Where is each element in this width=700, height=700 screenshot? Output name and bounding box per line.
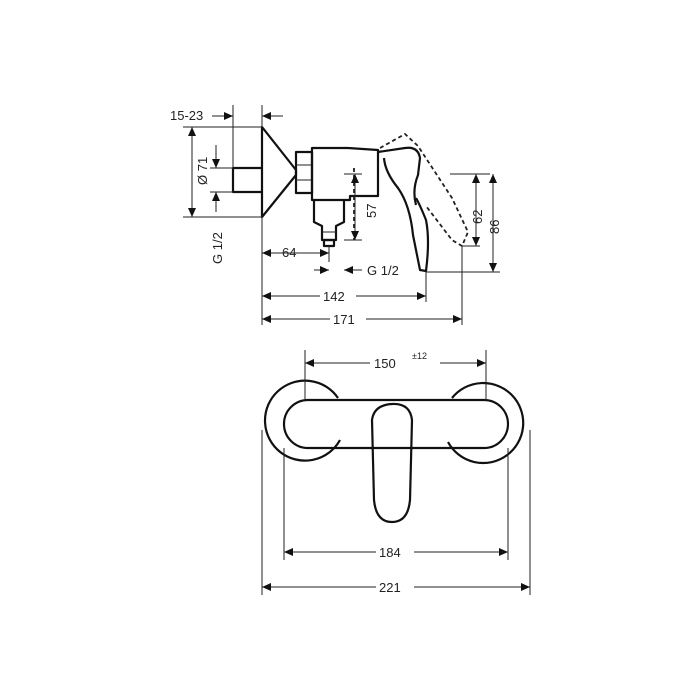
dim-outlet-thread: G 1/2 <box>367 263 399 278</box>
dim-centers-tolerance: ±12 <box>412 351 427 361</box>
shower-outlet <box>312 200 346 242</box>
lever-base <box>377 146 422 206</box>
mixer-body-top <box>282 398 510 450</box>
dim-projection: 142 <box>323 289 345 304</box>
lever-handle <box>382 157 430 273</box>
lever-top <box>370 402 414 524</box>
right-rosette <box>447 381 525 465</box>
side-view <box>231 125 469 273</box>
dim-outlet-height: 57 <box>364 204 379 218</box>
dim-centers: 150 <box>374 356 396 371</box>
dim-total-height: 86 <box>487 220 502 234</box>
outlet-thread <box>322 238 336 248</box>
top-view <box>263 379 525 524</box>
side-view-dimensions: 15-23 Ø 71 G 1/2 64 G 1/2 <box>170 105 502 327</box>
dim-inlet-thread: G 1/2 <box>210 232 225 264</box>
wall-pipe-stub <box>231 166 262 194</box>
mixer-body <box>310 146 380 202</box>
rosette <box>260 125 298 219</box>
left-rosette <box>263 379 341 462</box>
dim-lever-height: 62 <box>470 210 485 224</box>
top-view-dimensions: 150 ±12 184 221 <box>261 350 531 595</box>
lever-raised-outline <box>379 132 469 248</box>
dim-clearance: 15-23 <box>170 108 203 123</box>
dim-rosette-diameter: Ø 71 <box>195 157 210 185</box>
dim-total-projection: 171 <box>333 312 355 327</box>
dim-inner-width: 184 <box>379 545 401 560</box>
dim-overall-width: 221 <box>379 580 401 595</box>
dim-offset: 64 <box>282 245 296 260</box>
hex-nut <box>294 150 314 195</box>
